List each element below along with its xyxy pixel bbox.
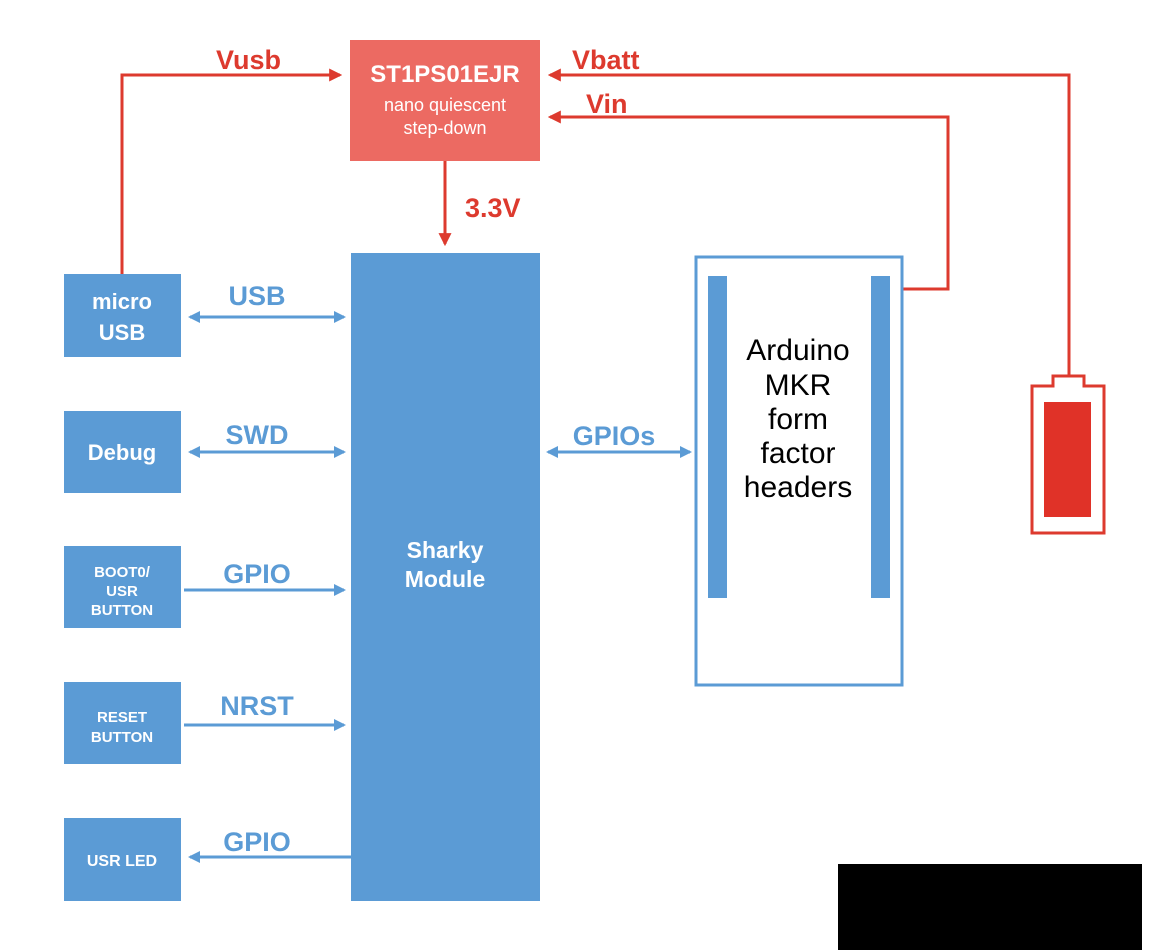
boot-button-label-1: BOOT0/	[94, 564, 151, 581]
left-header-strip	[708, 276, 727, 598]
regulator-block: ST1PS01EJR nano quiescent step-down	[350, 40, 540, 161]
boot-button-label-2: USR	[106, 583, 138, 600]
micro-usb-label-1: micro	[92, 289, 152, 314]
sharky-module: Sharky Module	[351, 253, 540, 901]
reset-button-label-1: RESET	[97, 709, 147, 726]
nrst-label: NRST	[220, 691, 294, 721]
usr-led-block: USR LED	[64, 818, 181, 901]
vbatt-line	[547, 68, 1071, 376]
usr-led-label: USR LED	[87, 853, 157, 870]
boot-button-block: BOOT0/ USR BUTTON	[64, 546, 181, 628]
regulator-subtitle-1: nano quiescent	[384, 95, 506, 115]
gpio-boot-label: GPIO	[223, 559, 291, 589]
gpio-led-label: GPIO	[223, 827, 291, 857]
micro-usb-block: micro USB	[64, 274, 181, 357]
battery-icon	[1030, 374, 1106, 535]
regulator-subtitle-2: step-down	[403, 118, 486, 138]
regulator-title: ST1PS01EJR	[370, 61, 519, 88]
vin-line	[547, 110, 950, 291]
gpios-label: GPIOs	[573, 421, 656, 451]
vin-label: Vin	[586, 89, 628, 119]
usb-label: USB	[228, 281, 285, 311]
vusb-label: Vusb	[216, 45, 281, 75]
micro-usb-label-2: USB	[99, 320, 145, 345]
module-label-2: Module	[405, 566, 486, 592]
debug-block: Debug	[64, 411, 181, 493]
headers-label-5: headers	[744, 471, 852, 504]
battery-charge-fill	[1044, 402, 1091, 517]
headers-label-3: form	[768, 403, 828, 436]
v33-label: 3.3V	[465, 193, 521, 223]
arduino-headers-block: Arduino MKR form factor headers	[694, 255, 904, 687]
debug-label: Debug	[88, 440, 156, 465]
vbatt-label: Vbatt	[572, 45, 640, 75]
reset-button-label-2: BUTTON	[91, 729, 153, 746]
redaction-block	[838, 864, 1142, 950]
right-header-strip	[871, 276, 890, 598]
headers-label-1: Arduino	[746, 334, 849, 367]
swd-label: SWD	[226, 420, 289, 450]
vusb-line	[120, 68, 343, 274]
module-label-1: Sharky	[407, 537, 484, 563]
headers-label-2: MKR	[765, 369, 832, 402]
headers-label-4: factor	[760, 437, 835, 470]
boot-button-label-3: BUTTON	[91, 602, 153, 619]
reset-button-block: RESET BUTTON	[64, 682, 181, 764]
